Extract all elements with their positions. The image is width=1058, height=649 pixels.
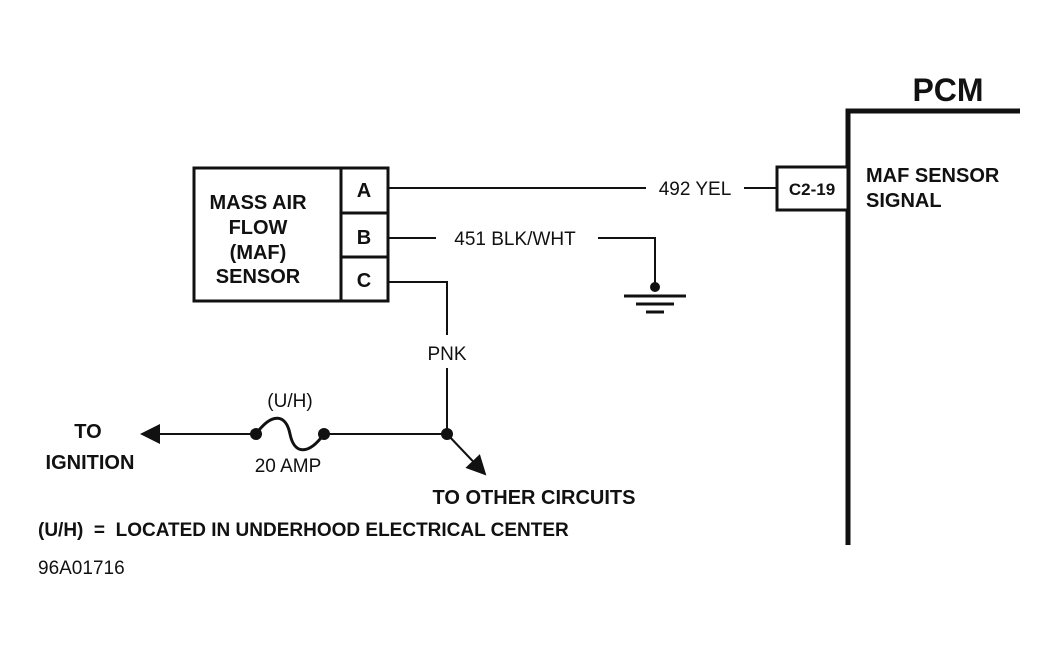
other-circuits-arrow bbox=[446, 433, 487, 476]
fuse-rating-label: 20 AMP bbox=[255, 456, 322, 477]
connector-c2-19: C2-19 bbox=[775, 165, 850, 212]
wire-b-line-2 bbox=[598, 237, 656, 287]
maf-sensor: MASS AIR FLOW (MAF) SENSOR A B C bbox=[192, 166, 390, 303]
pcm-outline bbox=[845, 108, 1020, 545]
connector-box bbox=[775, 165, 850, 212]
sensor-label-1: MASS AIR bbox=[209, 192, 307, 214]
fuse-location-label: (U/H) bbox=[267, 391, 312, 412]
connector-label: C2-19 bbox=[789, 180, 835, 199]
figure-id: 96A01716 bbox=[38, 558, 125, 579]
sensor-label-4: SENSOR bbox=[216, 266, 301, 288]
sensor-body bbox=[192, 166, 390, 303]
location-note: (U/H) = LOCATED IN UNDERHOOD ELECTRICAL … bbox=[38, 520, 569, 541]
wire-a: 492 YEL bbox=[388, 179, 777, 200]
pcm-title: PCM bbox=[912, 72, 983, 108]
pin-a-label: A bbox=[357, 180, 371, 202]
pin-c-label: C bbox=[357, 270, 371, 292]
wire-b: 451 BLK/WHT bbox=[388, 229, 686, 314]
to-ignition-label-1: TO bbox=[74, 421, 101, 443]
wire-c-line-1 bbox=[388, 281, 448, 335]
fuse-circuit: (U/H) 20 AMP bbox=[140, 391, 447, 477]
sensor-label-3: (MAF) bbox=[230, 242, 287, 264]
ground-splice bbox=[650, 282, 660, 292]
wire-c: PNK bbox=[388, 281, 487, 476]
other-circuits-label: TO OTHER CIRCUITS bbox=[433, 487, 636, 509]
sensor-label-2: FLOW bbox=[229, 217, 288, 239]
wire-b-label: 451 BLK/WHT bbox=[454, 229, 576, 250]
fuse-icon bbox=[254, 416, 326, 452]
pcm-module: PCM MAF SENSOR SIGNAL bbox=[845, 72, 1020, 545]
pcm-signal-label-1: MAF SENSOR bbox=[866, 165, 1000, 187]
to-ignition-label-2: IGNITION bbox=[46, 452, 135, 474]
pin-b-label: B bbox=[357, 227, 371, 249]
wire-a-label: 492 YEL bbox=[659, 179, 732, 200]
wire-c-label: PNK bbox=[427, 344, 466, 365]
pcm-signal-label-2: SIGNAL bbox=[866, 190, 942, 212]
